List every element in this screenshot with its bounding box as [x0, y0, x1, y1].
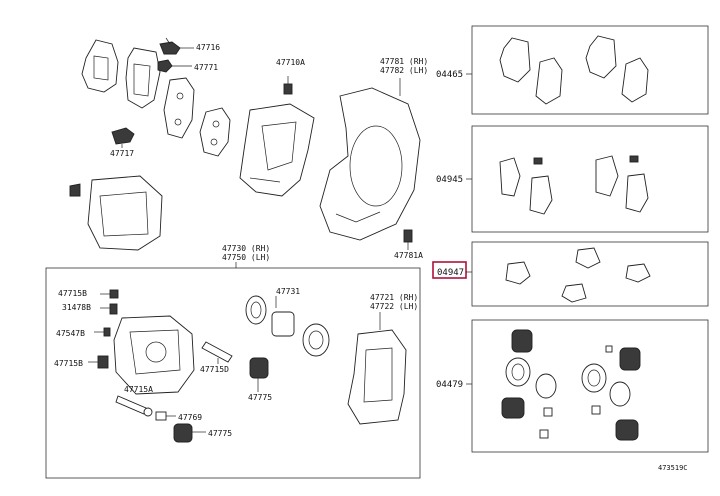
- label-47781A: 47781A: [394, 251, 423, 260]
- kit-04947-clips[interactable]: [505, 247, 651, 303]
- outer-pad-front[interactable]: [125, 47, 161, 109]
- kit-label-04947[interactable]: 04947: [437, 268, 464, 278]
- label-47771: 47771: [194, 63, 218, 72]
- caliper-body-upper[interactable]: [69, 175, 163, 251]
- bolt-47710A[interactable]: [283, 76, 293, 95]
- label-47731: 47731: [276, 287, 300, 296]
- caliper-mounting-bracket[interactable]: [239, 103, 315, 197]
- caliper-cylinder[interactable]: [113, 315, 195, 395]
- caliper-bracket-47721[interactable]: [347, 329, 407, 425]
- kit-label-04465[interactable]: 04465: [436, 70, 463, 80]
- label-47715A: 47715A: [124, 385, 153, 394]
- label-47781-rh: 47781 (RH): [380, 57, 428, 66]
- piston-seal-47731[interactable]: [245, 295, 330, 357]
- bleeder-cap-47547B[interactable]: [103, 327, 111, 337]
- bleeder-plug-47715B[interactable]: [109, 289, 119, 299]
- inner-pad-back[interactable]: [163, 77, 195, 139]
- highlight-04947: [432, 261, 467, 279]
- label-47715B-top: 47715B: [58, 289, 87, 298]
- label-47722-lh: 47722 (LH): [370, 302, 418, 311]
- kit-box-04479: [471, 319, 709, 453]
- kit-label-04479[interactable]: 04479: [436, 380, 463, 390]
- inner-pad-front[interactable]: [199, 107, 231, 157]
- label-47775-upper: 47775: [248, 393, 272, 402]
- kit-box-04465: [471, 25, 709, 115]
- bleeder-screw-31478B[interactable]: [109, 303, 118, 315]
- slide-bushing-47715B[interactable]: [97, 355, 109, 369]
- kit-04945-shims[interactable]: [499, 155, 649, 215]
- boot-47775-upper[interactable]: [249, 357, 269, 379]
- wear-indicator-47771[interactable]: [157, 59, 173, 73]
- label-47547B: 47547B: [56, 329, 85, 338]
- label-47715B-low: 47715B: [54, 359, 83, 368]
- label-47717: 47717: [110, 149, 134, 158]
- label-47716: 47716: [196, 43, 220, 52]
- slide-pin-47715D[interactable]: [201, 341, 233, 363]
- label-31478B: 31478B: [62, 303, 91, 312]
- disc-brake-dust-cover[interactable]: [319, 87, 421, 241]
- label-47775-lower: 47775: [208, 429, 232, 438]
- diagram-code: 473519C: [658, 464, 688, 472]
- label-47750-lh: 47750 (LH): [222, 253, 270, 262]
- kit-04479-seals[interactable]: [501, 329, 641, 441]
- caliper-assembly-box: [45, 267, 421, 479]
- slide-pin-47715A[interactable]: [115, 395, 153, 417]
- label-47769: 47769: [178, 413, 202, 422]
- kit-04465-pads[interactable]: [499, 35, 649, 105]
- label-47730-rh: 47730 (RH): [222, 244, 270, 253]
- label-47782-lh: 47782 (LH): [380, 66, 428, 75]
- bushing-47769[interactable]: [155, 411, 167, 421]
- label-47710A: 47710A: [276, 58, 305, 67]
- kit-box-04947: [471, 241, 709, 307]
- pad-support-plate-47717[interactable]: [111, 127, 135, 145]
- dust-cover-bolt-47781A[interactable]: [403, 229, 413, 243]
- label-47715D: 47715D: [200, 365, 229, 374]
- outer-pad-back[interactable]: [81, 39, 119, 93]
- label-47721-rh: 47721 (RH): [370, 293, 418, 302]
- boot-47775-lower[interactable]: [173, 423, 193, 443]
- kit-label-04945[interactable]: 04945: [436, 175, 463, 185]
- anti-squeal-clip-47716[interactable]: [159, 37, 181, 55]
